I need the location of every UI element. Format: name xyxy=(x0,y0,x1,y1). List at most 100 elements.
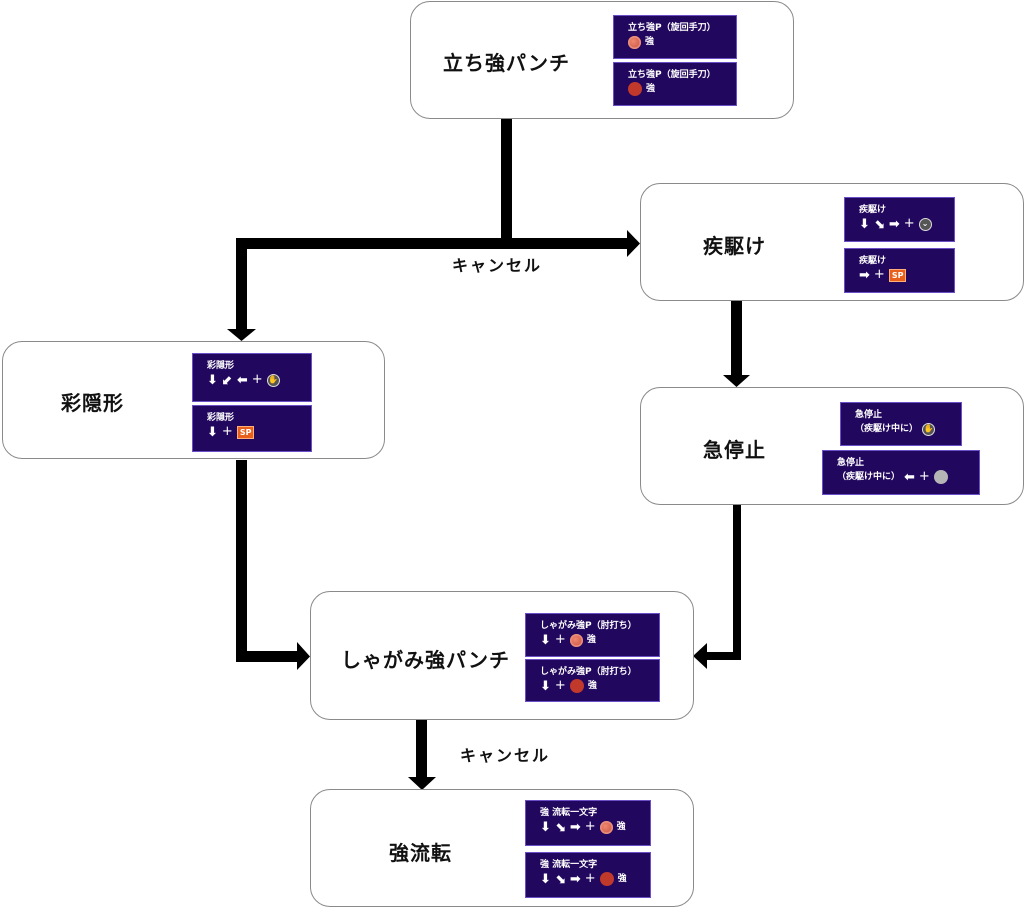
arrow-right-icon: ➡ xyxy=(859,267,870,283)
command-panel: しゃがみ強P（肘打ち） ⬇ + 強 xyxy=(525,613,660,657)
edge-label-cancel-top: キャンセル xyxy=(452,256,543,275)
plus-icon: + xyxy=(873,267,885,282)
edge-crouching-to-kyouryuuten xyxy=(416,720,427,778)
node-title: 彩隠形 xyxy=(61,391,124,415)
command-name: しゃがみ強P（肘打ち） xyxy=(540,621,637,631)
plus-icon: + xyxy=(584,819,596,834)
command-input: ⬇ ⬊ ➡ + ⌄ xyxy=(859,217,954,231)
arrow-down-left-icon: ⬋ xyxy=(221,372,233,388)
command-name: 急停止 xyxy=(855,410,883,420)
arrow-down-icon: ⬇ xyxy=(859,216,870,232)
command-input: ⬇ + 強 xyxy=(540,633,659,647)
heavy-punch-button-icon xyxy=(599,820,613,834)
plus-icon: + xyxy=(584,871,596,886)
arrow-right-icon: ➡ xyxy=(569,819,581,835)
node-title: 立ち強パンチ xyxy=(443,51,570,75)
arrow-down-right-icon: ⬊ xyxy=(554,819,566,835)
arrow-down-right-icon: ⬊ xyxy=(873,216,885,232)
plus-icon: + xyxy=(903,216,915,231)
command-panel: 立ち強P（旋回手刀） 強 xyxy=(613,62,737,106)
command-input: ⬇ ⬊ ➡ + 強 xyxy=(540,820,650,834)
arrowhead-saiongyou-to-crouching xyxy=(297,642,310,670)
arrow-left-icon: ⬅ xyxy=(904,469,915,485)
arrow-left-icon: ⬅ xyxy=(236,372,248,388)
node-title: 急停止 xyxy=(703,438,766,462)
command-name: 疾駆け xyxy=(859,205,887,215)
edge-dash-to-quickstop xyxy=(731,300,742,376)
sp-icon: SP xyxy=(236,425,255,439)
kick-button-icon: ✋ xyxy=(922,422,936,436)
gray-circle-button-icon xyxy=(933,470,948,484)
strength-label: 強 xyxy=(617,874,627,884)
arrow-down-icon: ⬇ xyxy=(207,424,218,440)
arrow-down-icon: ⬇ xyxy=(540,871,551,887)
edge-saiongyou-right xyxy=(236,651,298,662)
command-panel: 彩隠形 ⬇ ⬋ ⬅ + ✋ xyxy=(192,353,312,402)
edge-label-cancel-bottom: キャンセル xyxy=(460,746,551,765)
plus-icon: + xyxy=(251,372,263,387)
heavy-punch-button-icon xyxy=(569,633,583,647)
condition-text: （疾駆け中に） xyxy=(855,424,919,434)
command-input: ⬇ + SP xyxy=(207,425,311,439)
plus-icon: + xyxy=(554,632,566,647)
node-kyouryuuten[interactable]: 強流転 強 流転一文字 ⬇ ⬊ ➡ + 強 強 流転一文字 ⬇ ⬊ ➡ + 強 xyxy=(310,789,694,907)
command-panel: 彩隠形 ⬇ + SP xyxy=(192,405,312,452)
command-panel: しゃがみ強P（肘打ち） ⬇ + 強 xyxy=(525,659,660,702)
edge-left-branch-down xyxy=(236,238,247,330)
arrowhead-to-saiongyou xyxy=(227,329,256,341)
arrow-down-icon: ⬇ xyxy=(540,819,551,835)
condition-text: （疾駆け中に） xyxy=(837,472,901,482)
command-input: ➡ + SP xyxy=(859,268,954,282)
heavy-circle-icon xyxy=(628,82,642,96)
command-panel: 疾駆け ⬇ ⬊ ➡ + ⌄ xyxy=(844,197,955,242)
command-input: （疾駆け中に） ⬅ + xyxy=(837,470,979,484)
command-panel: 強 流転一文字 ⬇ ⬊ ➡ + 強 xyxy=(525,800,651,846)
command-panel: 疾駆け ➡ + SP xyxy=(844,248,955,293)
edge-saiongyou-down xyxy=(236,460,247,662)
heavy-punch-button-icon xyxy=(628,35,641,49)
arrowhead-to-dash xyxy=(627,230,640,257)
command-name: 立ち強P（旋回手刀） xyxy=(628,70,716,80)
node-saiongyou[interactable]: 彩隠形 彩隠形 ⬇ ⬋ ⬅ + ✋ 彩隠形 ⬇ + SP xyxy=(2,341,385,459)
node-dash[interactable]: 疾駆け 疾駆け ⬇ ⬊ ➡ + ⌄ 疾駆け ➡ + SP xyxy=(640,183,1024,301)
arrow-right-icon: ➡ xyxy=(569,871,581,887)
arrowhead-quickstop-to-crouching xyxy=(693,643,707,669)
node-standing-heavy-punch[interactable]: 立ち強パンチ 立ち強P（旋回手刀） 強 立ち強P（旋回手刀） 強 xyxy=(410,1,794,119)
arrow-down-icon: ⬇ xyxy=(540,678,551,694)
arrowhead-to-quickstop xyxy=(723,375,750,387)
node-quick-stop[interactable]: 急停止 急停止 （疾駆け中に） ✋ 急停止 （疾駆け中に） ⬅ + xyxy=(640,387,1024,505)
command-input: （疾駆け中に） ✋ xyxy=(855,422,961,436)
node-title: しゃがみ強パンチ xyxy=(341,648,510,672)
arrow-down-icon: ⬇ xyxy=(540,632,551,648)
command-name: 疾駆け xyxy=(859,256,887,266)
node-title: 強流転 xyxy=(389,841,452,865)
arrow-down-right-icon: ⬊ xyxy=(554,871,566,887)
plus-icon: + xyxy=(221,424,233,439)
node-crouching-heavy-punch[interactable]: しゃがみ強パンチ しゃがみ強P（肘打ち） ⬇ + 強 しゃがみ強P（肘打ち） ⬇… xyxy=(310,591,694,720)
command-name: 急停止 xyxy=(837,458,865,468)
command-input: ⬇ + 強 xyxy=(540,679,659,693)
chevron-down-button-icon: ⌄ xyxy=(918,217,932,231)
heavy-circle-icon xyxy=(569,679,584,693)
edge-junction-horizontal xyxy=(236,238,628,249)
command-panel: 急停止 （疾駆け中に） ✋ xyxy=(840,402,962,446)
command-panel: 急停止 （疾駆け中に） ⬅ + xyxy=(822,450,980,495)
strength-label: 強 xyxy=(645,37,655,47)
kick-button-icon: ✋ xyxy=(266,373,280,387)
command-name: 立ち強P（旋回手刀） xyxy=(628,23,716,33)
strength-label: 強 xyxy=(586,635,596,645)
plus-icon: + xyxy=(554,678,566,693)
strength-label: 強 xyxy=(587,681,597,691)
plus-icon: + xyxy=(918,469,930,484)
command-input: 強 xyxy=(628,35,736,49)
command-name: 彩隠形 xyxy=(207,361,235,371)
command-input: ⬇ ⬋ ⬅ + ✋ xyxy=(207,373,311,387)
strength-label: 強 xyxy=(616,822,626,832)
heavy-circle-icon xyxy=(599,872,614,886)
command-input: ⬇ ⬊ ➡ + 強 xyxy=(540,872,650,886)
edge-standing-to-junction xyxy=(501,119,512,245)
command-panel: 強 流転一文字 ⬇ ⬊ ➡ + 強 xyxy=(525,852,651,898)
edge-quickstop-down xyxy=(733,504,741,660)
strength-label: 強 xyxy=(646,84,656,94)
